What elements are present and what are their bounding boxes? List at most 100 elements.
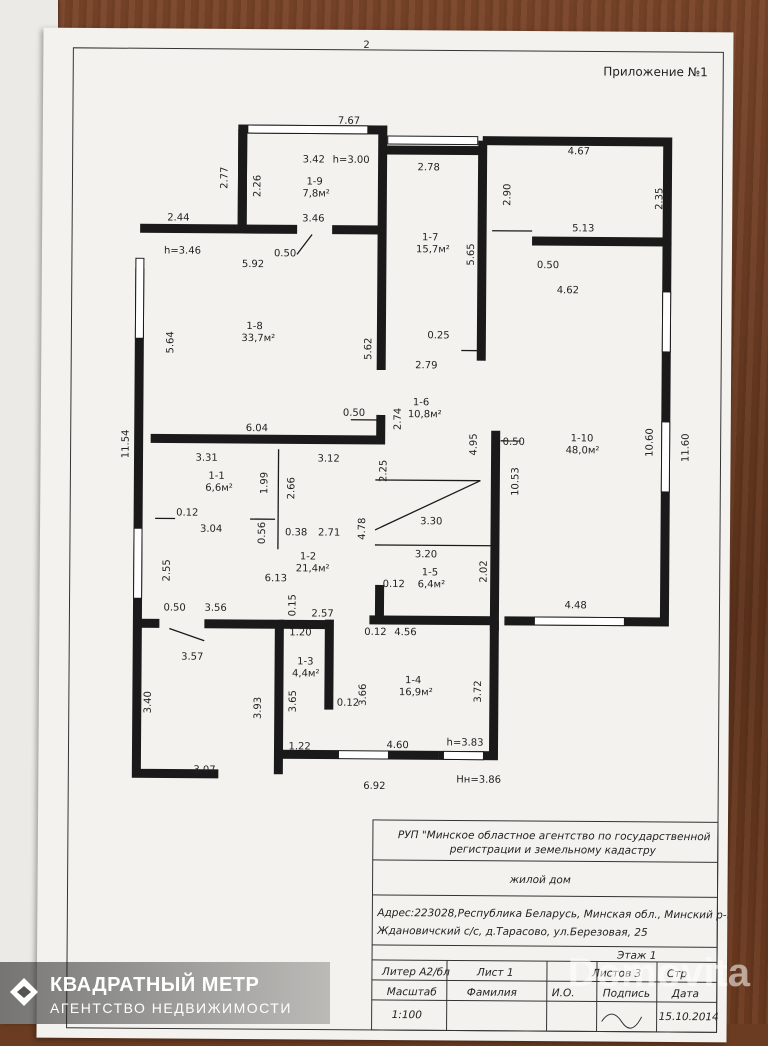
dim-0-50-a: 0.50: [274, 248, 296, 259]
dim-3-07: 3.07: [193, 765, 215, 776]
house-diamond-icon: [8, 976, 40, 1008]
dim-11-60: 11.60: [681, 433, 692, 462]
dim-1-99: 1.99: [259, 472, 270, 494]
org-name-line2: регистрации и земельному кадастру: [449, 843, 657, 856]
dim-2-77: 2.77: [219, 167, 230, 189]
room-1-4-area: 16,9м²: [399, 687, 433, 698]
dim-0-15: 0.15: [287, 594, 298, 616]
dim-2-66: 2.66: [286, 477, 297, 499]
room-1-10-id: 1-10: [571, 433, 594, 444]
dim-0-12-a: 0.12: [176, 508, 198, 519]
dim-2-26: 2.26: [252, 175, 263, 197]
dim-2-78: 2.78: [418, 162, 440, 173]
room-1-7-area: 15,7м²: [416, 244, 450, 255]
dim-5-13: 5.13: [572, 223, 594, 234]
dim-3-46: 3.46: [302, 213, 324, 224]
dim-4-78: 4.78: [357, 518, 368, 540]
dim-4-95: 4.95: [469, 433, 480, 455]
room-1-4-id: 1-4: [405, 675, 421, 686]
dim-3-57: 3.57: [181, 652, 203, 663]
dim-0-50-b: 0.50: [537, 260, 559, 271]
scale-value: 1:100: [392, 1009, 423, 1021]
dim-4-56: 4.56: [394, 627, 416, 638]
sheet-label: Лист 1: [476, 967, 514, 979]
dim-4-60: 4.60: [386, 740, 408, 751]
dim-2-25: 2.25: [378, 460, 389, 482]
dim-3-65: 3.65: [288, 690, 299, 712]
scale-label: Масштаб: [387, 986, 438, 998]
room-1-3-id: 1-3: [297, 656, 313, 667]
agency-name: КВАДРАТНЫЙ МЕТР: [50, 974, 259, 997]
domovita-watermark: Domovita: [568, 951, 750, 996]
dim-7-67: 7.67: [338, 116, 360, 127]
dim-3-93: 3.93: [253, 697, 264, 719]
room-1-6-id: 1-6: [413, 397, 429, 408]
dim-1-22: 1.22: [288, 741, 310, 752]
drawing-frame: [67, 48, 724, 1033]
dim-6-04: 6.04: [246, 423, 268, 434]
dim-1-20: 1.20: [289, 627, 311, 638]
agency-logo-banner: КВАДРАТНЫЙ МЕТР АГЕНТСТВО НЕДВИЖИМОСТИ: [0, 962, 330, 1024]
dim-10-60: 10.60: [645, 428, 656, 457]
dim-5-65: 5.65: [466, 243, 477, 265]
dim-hn-3-86: Hн=3.86: [456, 775, 501, 786]
object-type: жилой дом: [509, 874, 571, 886]
dim-2-55: 2.55: [162, 559, 173, 581]
room-1-9-area: 7,8м²: [302, 188, 330, 199]
dim-0-12-b: 0.12: [383, 579, 405, 590]
dim-4-48: 4.48: [564, 600, 586, 611]
dim-2-71: 2.71: [318, 528, 340, 539]
page-number: 2: [363, 40, 369, 51]
dim-10-53: 10.53: [510, 467, 521, 496]
dim-5-64: 5.64: [165, 331, 176, 353]
dim-3-30: 3.30: [420, 516, 442, 527]
floor-plan-sheet: 2 Приложение №1: [36, 28, 733, 1043]
dim-0-12-c: 0.12: [364, 627, 386, 638]
room-1-10-area: 48,0м²: [566, 445, 600, 456]
room-1-7-id: 1-7: [422, 232, 438, 243]
dim-3-42: 3.42: [303, 154, 325, 165]
dim-0-50-e: 0.50: [163, 602, 185, 613]
title-block: РУП "Минское областное агентство по госу…: [372, 820, 734, 1033]
room-1-5-area: 6,4м²: [418, 579, 446, 590]
room-1-1-area: 6,6м²: [205, 483, 233, 494]
dim-h-3-00: h=3.00: [333, 155, 370, 166]
dim-6-92: 6.92: [363, 781, 385, 792]
dim-4-62: 4.62: [557, 285, 579, 296]
dim-2-90: 2.90: [502, 184, 513, 206]
dim-2-74: 2.74: [393, 408, 404, 430]
room-1-3-area: 4,4м²: [292, 668, 320, 679]
dim-3-66: 3.66: [358, 684, 369, 706]
signature-scribble: [602, 1014, 642, 1028]
org-name-line1: РУП "Минское областное агентство по госу…: [398, 829, 711, 843]
dim-3-12: 3.12: [317, 454, 339, 465]
room-1-5-id: 1-5: [422, 567, 438, 578]
dim-0-50-d: 0.50: [503, 437, 525, 448]
room-1-6-area: 10,8м²: [408, 409, 442, 420]
dim-h-3-83: h=3.83: [447, 737, 484, 748]
dim-11-54: 11.54: [121, 430, 132, 459]
dim-2-35: 2.35: [654, 188, 665, 210]
date-value: 15.10.2014: [659, 1011, 719, 1023]
agency-subtitle: АГЕНТСТВО НЕДВИЖИМОСТИ: [50, 1000, 292, 1016]
dim-0-38: 0.38: [285, 527, 307, 538]
room-1-8-id: 1-8: [246, 321, 262, 332]
appendix-label: Приложение №1: [603, 65, 708, 80]
dim-0-50-c: 0.50: [343, 408, 365, 419]
room-1-9-id: 1-9: [306, 176, 322, 187]
dim-0-12-d: 0.12: [337, 698, 359, 709]
dim-3-31: 3.31: [195, 453, 217, 464]
dim-2-79: 2.79: [415, 360, 437, 371]
dim-3-40: 3.40: [143, 691, 154, 713]
room-1-2-id: 1-2: [300, 551, 316, 562]
dim-5-62: 5.62: [363, 338, 374, 360]
address-line2: Ждановичский с/с, д.Тарасово, ул.Березов…: [376, 925, 648, 939]
dim-3-20: 3.20: [415, 549, 437, 560]
dim-h-3-46: h=3.46: [164, 245, 201, 256]
surname-label: Фамилия: [467, 987, 517, 999]
dim-3-72: 3.72: [473, 680, 484, 702]
dim-3-56: 3.56: [204, 603, 226, 614]
address-line1: Адрес:223028,Республика Беларусь, Минска…: [376, 907, 733, 922]
dim-3-04: 3.04: [200, 524, 222, 535]
dim-5-92: 5.92: [242, 259, 264, 270]
